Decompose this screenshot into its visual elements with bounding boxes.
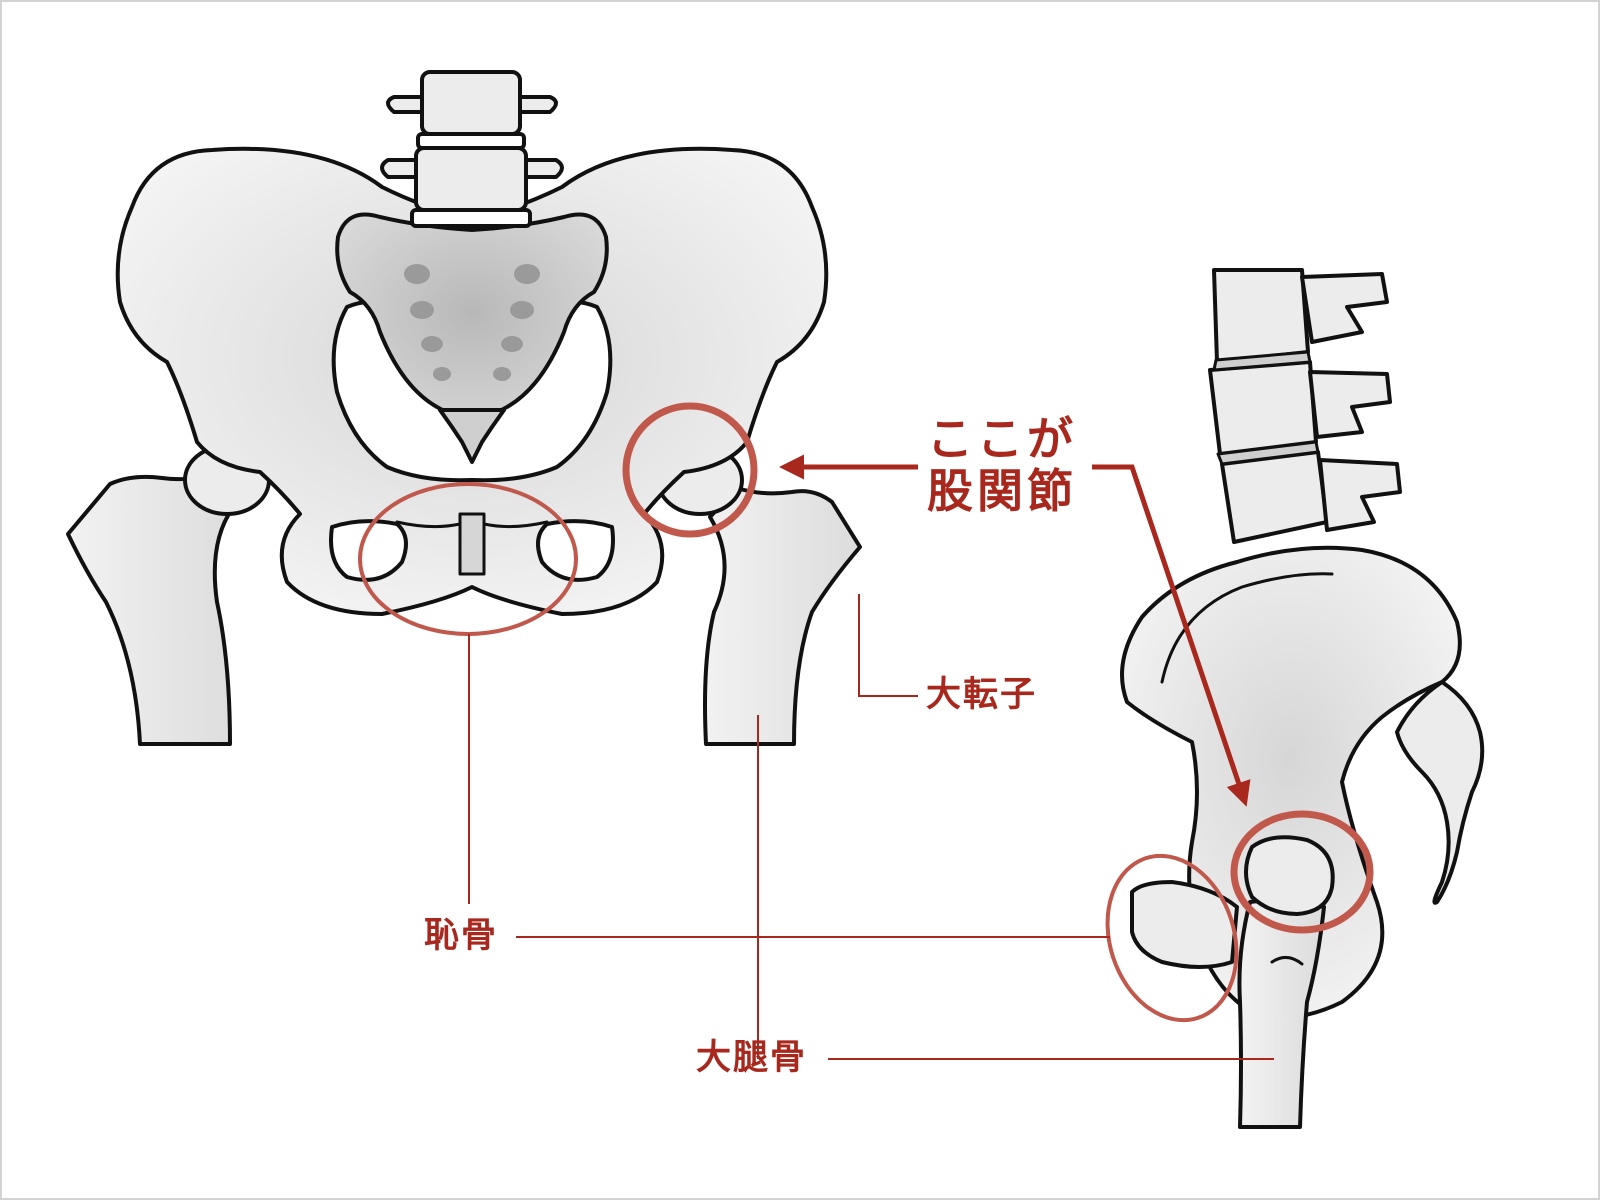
side-lumbar-spine: [1208, 268, 1402, 544]
side-iliac-crest-line: [1160, 572, 1334, 684]
hip-joint-label-line2: 股関節: [927, 463, 1077, 518]
side-hip-joint-circle: [1230, 810, 1374, 934]
front-lumbar-vertebra-upper: [420, 70, 522, 136]
front-sacrum: [335, 212, 609, 434]
side-femur-shaft: [1237, 898, 1326, 1129]
front-right-femur: [703, 486, 862, 746]
side-intervertebral-discs: [1212, 350, 1320, 466]
greater-trochanter-label: 大転子: [926, 675, 1038, 715]
hip-joint-arrow-side: [1092, 464, 1251, 807]
leader-lines: [468, 594, 1274, 1060]
front-lumbar-vertebra-lower: [414, 146, 528, 212]
front-left-femur: [66, 470, 244, 746]
front-lumbar-disc-lower: [410, 208, 532, 228]
pubis-label: 恥骨: [424, 916, 499, 956]
front-view-pelvis: [66, 70, 862, 746]
greater-trochanter-leader: [858, 594, 918, 697]
front-pubic-symphysis: [458, 512, 486, 576]
side-view-pelvis: [1120, 268, 1485, 1129]
hip-joint-label-line1: ここが: [927, 412, 1077, 466]
side-femur-neck-detail: [1270, 956, 1304, 966]
side-pubis-circle: [1105, 853, 1239, 1023]
hip-joint-label: ここが 股関節: [927, 412, 1077, 518]
side-pubic-ramus: [1130, 880, 1239, 969]
front-hip-joint-circle: [622, 402, 758, 538]
side-sacrum-coccyx: [1395, 680, 1485, 905]
front-sacral-foramina: [404, 264, 540, 381]
side-femoral-head: [1244, 835, 1335, 916]
femur-label: 大腿骨: [696, 1038, 808, 1078]
front-coccyx: [438, 408, 506, 464]
front-lumbar-disc-upper: [416, 132, 526, 150]
